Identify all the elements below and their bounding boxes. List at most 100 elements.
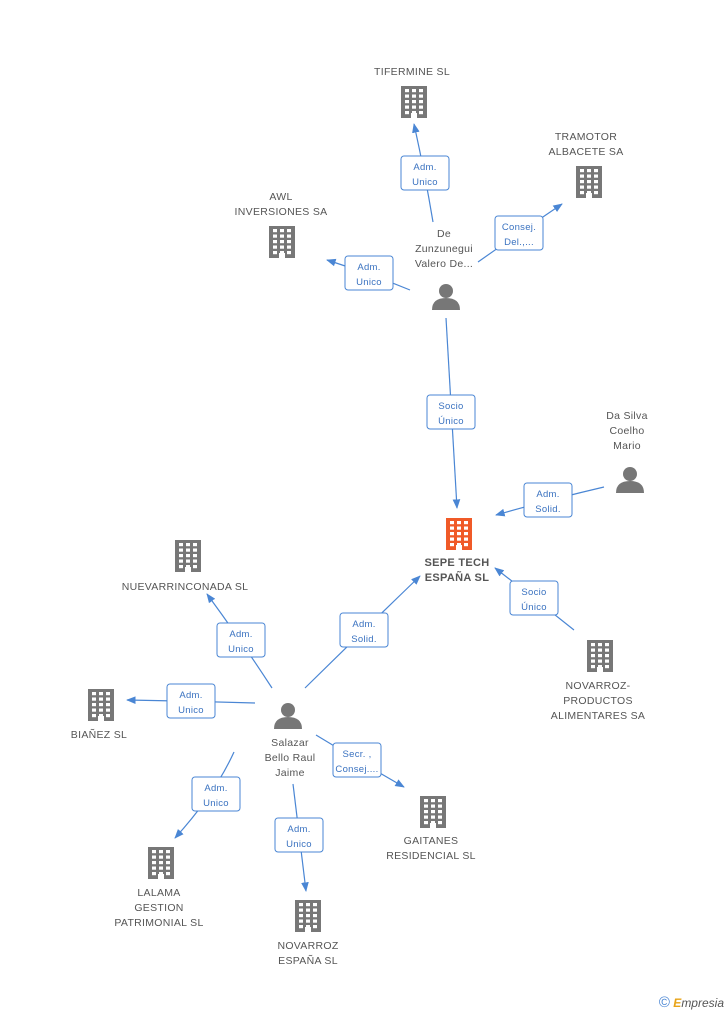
node-label-line: Zunzunegui [415,243,473,255]
node-novarroz_pa[interactable]: NOVARROZ- PRODUCTOS ALIMENTARES SA [551,640,645,722]
edge-label-e11[interactable]: Adm. Unico [191,776,241,812]
edge-label-text: Solid. [351,634,377,645]
edge-label-e2[interactable]: Consej. Del.,... [494,215,544,251]
node-label-line: Bello Raul [265,752,316,764]
node-label-line: INVERSIONES SA [235,206,328,218]
node-label-line: ALBACETE SA [548,146,623,158]
person-icon [432,284,460,310]
edge-label-e1[interactable]: Adm. Unico [400,155,450,191]
node-awl[interactable]: AWL INVERSIONES SA [235,191,328,258]
node-label-line: TIFERMINE SL [374,66,450,78]
edge-label-text: Consej. [502,222,536,233]
edge-label-e3[interactable]: Adm. Unico [344,255,394,291]
edge-label-text: Adm. [357,262,380,273]
edge-label-e12[interactable]: Adm. Unico [274,817,324,853]
person-icon [274,703,302,729]
edge-label-box [426,394,476,430]
node-label-line: LALAMA [137,887,180,899]
node-tifermine[interactable]: TIFERMINE SL [374,66,450,118]
node-label-line: Da Silva [606,410,648,422]
edge-label-box [166,683,216,719]
edge-labels-layer: Adm.UnicoConsej.Del.,...Adm.UnicoSocioÚn… [166,155,573,853]
node-label-line: Coelho [609,425,644,437]
node-label-line: SEPE TECH [424,557,489,569]
building-icon [587,640,613,672]
edge-label-text: Secr. , [342,749,371,760]
edge-label-e9[interactable]: Adm. Unico [166,683,216,719]
brand-footer: © Empresia [659,994,724,1011]
edge-label-text: Unico [203,798,229,809]
edge-label-box [523,482,573,518]
node-sepe[interactable]: SEPE TECH ESPAÑA SL [424,518,489,584]
node-label-line: NUEVARRINCONADA SL [122,581,249,593]
edge-label-text: Unico [228,644,254,655]
edge-label-text: Adm. [413,162,436,173]
edge-label-box [509,580,559,616]
central-building-icon [446,518,472,550]
building-icon [88,689,114,721]
edge-label-text: Socio [521,587,546,598]
edge-label-box [216,622,266,658]
building-icon [420,796,446,828]
edge-label-box [339,612,389,648]
edge-label-text: Adm. [179,690,202,701]
node-label-line: ESPAÑA SL [425,571,489,584]
nodes-layer: SEPE TECH ESPAÑA SL TIFERMINE SL TRAMOTORAL… [71,66,648,967]
edge-label-text: Adm. [536,489,559,500]
node-label-line: PATRIMONIAL SL [114,917,203,929]
edge-label-text: Unico [178,705,204,716]
building-icon [175,540,201,572]
edge-label-box [191,776,241,812]
edge-label-box [344,255,394,291]
node-label-line: Valero De... [415,258,473,270]
node-label-line: Salazar [271,737,309,749]
edge-label-text: Único [521,602,547,613]
edge-label-e5[interactable]: Adm. Solid. [523,482,573,518]
edge-label-box [332,742,382,778]
building-icon [401,86,427,118]
node-label-line: Jaime [275,767,305,779]
node-label-line: GESTION [134,902,183,914]
node-label-line: PRODUCTOS [563,695,633,707]
node-label-line: NOVARROZ- [566,680,631,692]
edge-label-text: Unico [356,277,382,288]
node-label-line: AWL [269,191,292,203]
node-label-line: RESIDENCIAL SL [386,850,476,862]
edge-label-text: Del.,... [504,237,534,248]
edge-label-text: Unico [286,839,312,850]
node-label-line: NOVARROZ [277,940,338,952]
edge-label-text: Adm. [204,783,227,794]
edge-label-text: Único [438,416,464,427]
node-label-line: BIAÑEZ SL [71,728,127,741]
copyright-symbol: © [658,994,670,1011]
building-icon [148,847,174,879]
node-label-line: ESPAÑA SL [278,954,338,967]
edge-label-e10[interactable]: Secr. ,Consej.... [332,742,382,778]
node-label-line: ALIMENTARES SA [551,710,645,722]
edge-label-text: Adm. [229,629,252,640]
brand-initial: E [673,996,682,1010]
node-lalama[interactable]: LALAMA GESTION PATRIMONIAL SL [114,847,203,929]
edge-label-text: Unico [412,177,438,188]
edge-label-e7[interactable]: Adm.Solid. [339,612,389,648]
edge-label-box [274,817,324,853]
node-novarroz_es[interactable]: NOVARROZ ESPAÑA SL [277,900,339,967]
node-bianez[interactable]: BIAÑEZ SL [71,689,127,741]
edge-label-box [494,215,544,251]
edge-label-e8[interactable]: Adm. Unico [216,622,266,658]
person-icon [616,467,644,493]
node-nuevarrinconada[interactable]: NUEVARRINCONADA SL [122,540,249,593]
building-icon [295,900,321,932]
edge-label-text: Solid. [535,504,561,515]
node-label-line: De [437,228,451,240]
edge-label-text: Adm. [287,824,310,835]
brand-name: mpresia [681,996,724,1010]
